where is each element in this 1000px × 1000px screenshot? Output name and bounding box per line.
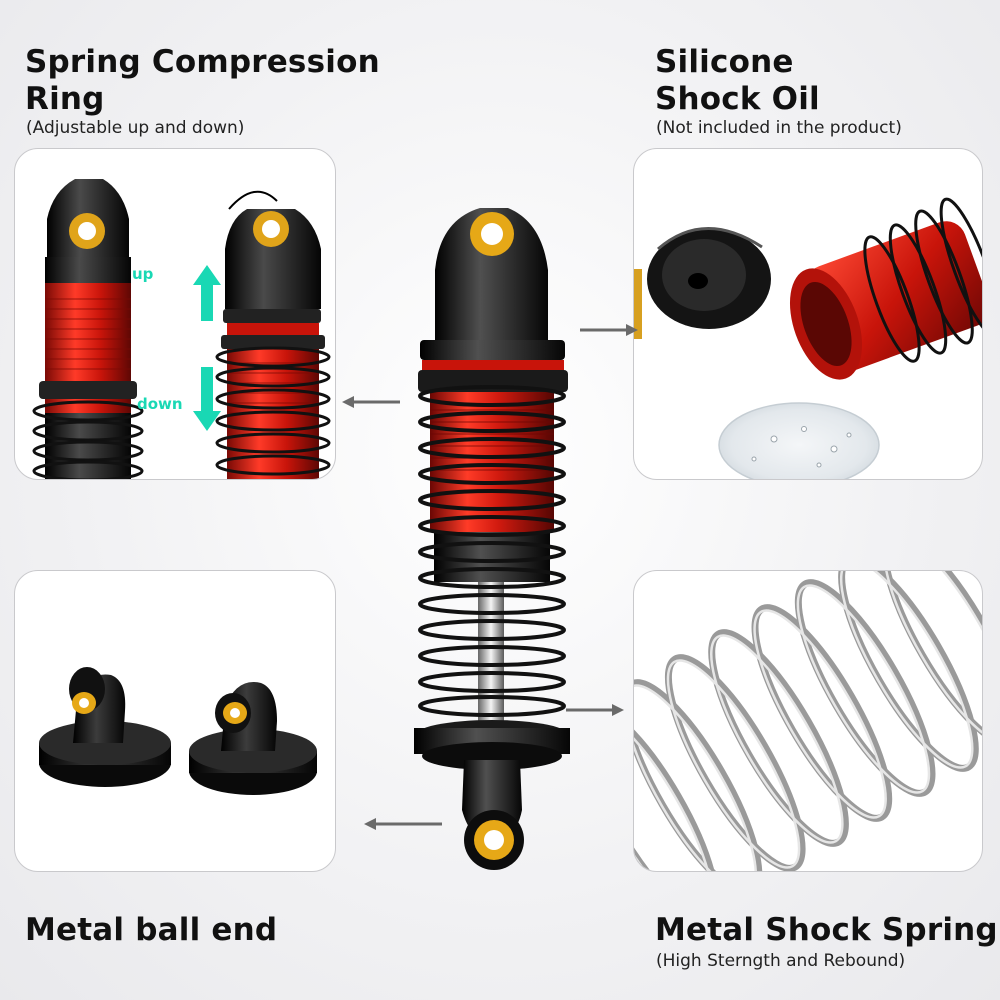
spring-ring-subtitle: (Adjustable up and down) [26, 118, 245, 138]
up-label: up [132, 265, 154, 283]
shock-spring-subtitle: (High Sterngth and Rebound) [656, 951, 906, 971]
arrow-to-ball-end-panel [364, 818, 442, 830]
ball-end-right [189, 682, 317, 795]
oil-puddle [718, 402, 880, 479]
shock-oil-subtitle: (Not included in the product) [656, 118, 902, 138]
arrow-to-spring-panel [566, 704, 624, 716]
spring-ring-title: Spring Compression Ring [25, 44, 380, 117]
ball-end-illustration [39, 667, 317, 795]
shock-spring-title: Metal Shock Spring [655, 912, 998, 948]
shock-cap [647, 227, 771, 329]
shock-oil-illustration [634, 197, 982, 479]
ball-end-panel [14, 570, 336, 872]
adjust-indicator [193, 265, 221, 431]
metal-spring-panel [633, 570, 983, 872]
down-label: down [137, 395, 183, 413]
compression-ring-panel: up down [14, 148, 336, 480]
shock-absorber [414, 208, 570, 870]
shock-oil-panel [633, 148, 983, 480]
ball-end-left [39, 667, 171, 787]
shock-left [32, 179, 144, 479]
arrow-to-ring-panel [342, 396, 400, 408]
shock-body-red [789, 197, 982, 380]
ball-end-title: Metal ball end [25, 912, 278, 948]
shock-right [215, 190, 331, 479]
shock-oil-title: Silicone Shock Oil [655, 44, 820, 117]
compression-ring-illustration [32, 179, 331, 479]
metal-spring-illustration [634, 571, 982, 871]
arrow-to-oil-panel [580, 324, 638, 336]
